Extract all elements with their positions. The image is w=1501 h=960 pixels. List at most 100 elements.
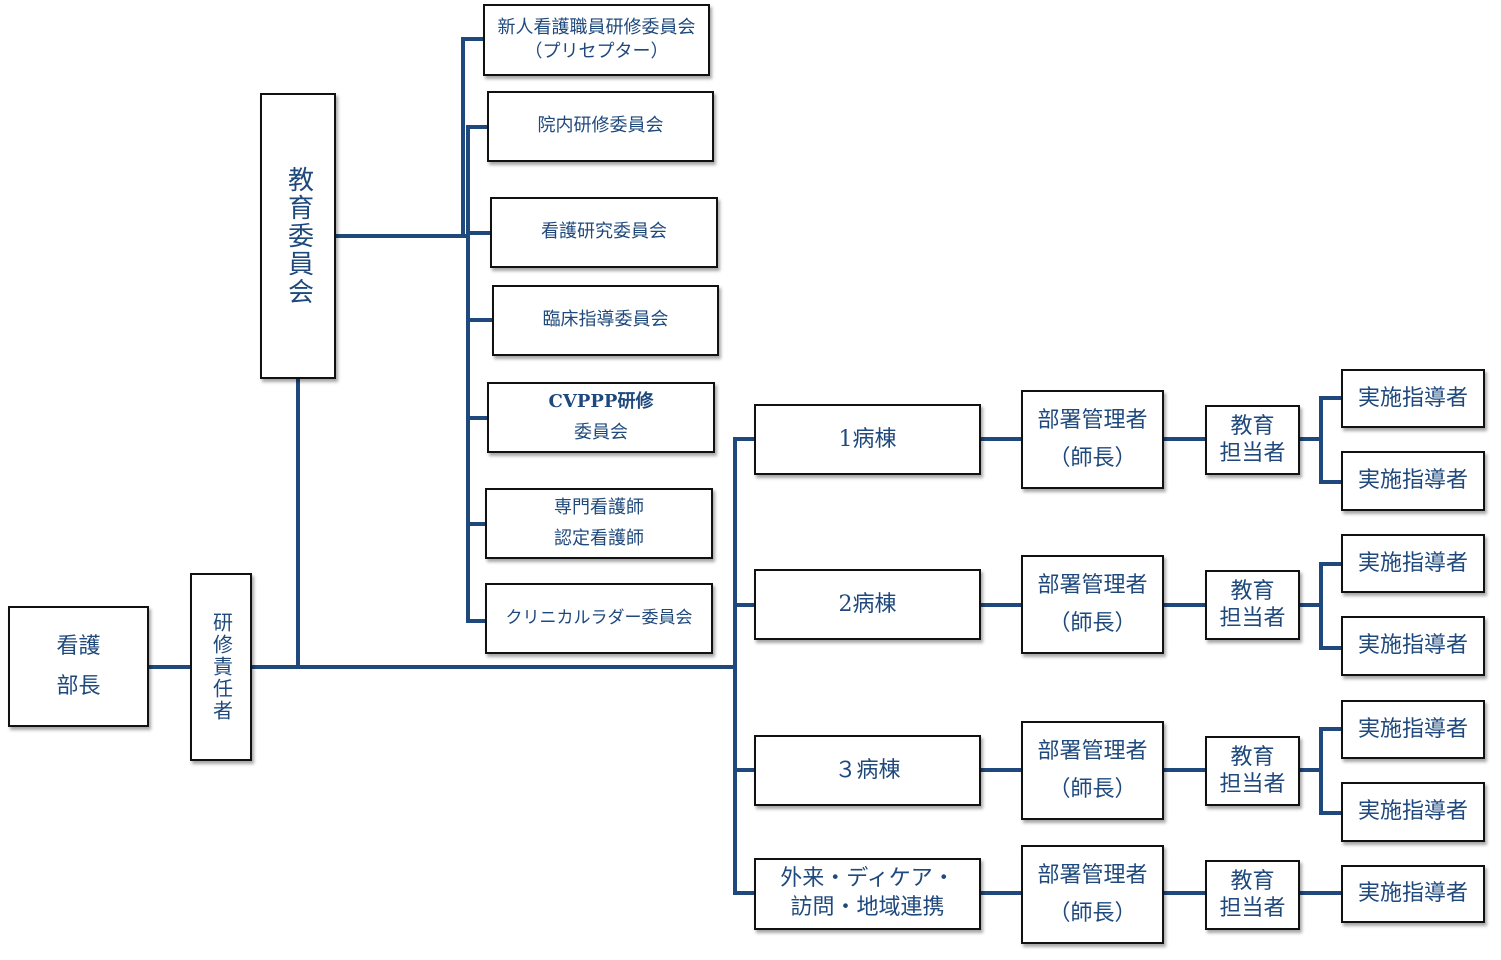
connector-committee-spine-b [466, 125, 470, 623]
connector-ward4-educator [1163, 891, 1207, 895]
ward-1-instructor-2: 実施指導者 [1341, 451, 1485, 511]
node-text: 教育 [1230, 413, 1275, 439]
connector-committee-7 [466, 619, 486, 623]
connector-main-to-committee [296, 377, 300, 669]
node-text: 認定看護師 [554, 527, 644, 549]
committee-specialist-nurses: 専門看護師 認定看護師 [485, 488, 713, 559]
connector-committee-2 [466, 125, 488, 129]
node-text: （師長） [1048, 445, 1137, 471]
node-text: （師長） [1048, 610, 1137, 636]
node-text: 実施指導者 [1357, 716, 1468, 742]
connector-ward2-instructor-2 [1319, 646, 1343, 650]
committee-nursing-research: 看護研究委員会 [490, 197, 718, 268]
node-text: 部長 [56, 673, 101, 699]
node-text: 臨床指導委員会 [542, 309, 669, 331]
committee-cvppp-training: CVPPP研修 委員会 [487, 382, 715, 453]
node-text: 担当者 [1219, 772, 1286, 797]
ward-1-manager: 部署管理者 （師長） [1021, 390, 1164, 489]
ward-2-instructor-1: 実施指導者 [1341, 534, 1485, 593]
node-text: 院内研修委員会 [537, 115, 664, 137]
ward-2-educator: 教育 担当者 [1205, 570, 1300, 640]
ward-3-instructor-1: 実施指導者 [1341, 700, 1485, 759]
node-text: 専門看護師 [554, 497, 644, 519]
ward-3-educator: 教育 担当者 [1205, 736, 1300, 806]
ward-2: 2病棟 [754, 569, 981, 640]
connector-ward3-instructor-1 [1319, 727, 1343, 731]
connector-committee-6 [466, 522, 486, 526]
node-text: 実施指導者 [1357, 881, 1468, 907]
ward-3: ３病棟 [754, 735, 981, 806]
connector-ward2-educator [1163, 603, 1207, 607]
node-text: （師長） [1048, 900, 1137, 926]
node-text: 実施指導者 [1357, 633, 1468, 659]
node-text: 看護 [56, 633, 101, 659]
connector-ward-1 [733, 437, 755, 441]
connector-ward3-instructor-2 [1319, 811, 1343, 815]
node-text: ３病棟 [834, 757, 901, 783]
ward-3-manager: 部署管理者 （師長） [1021, 721, 1164, 820]
node-text: 2病棟 [838, 591, 897, 617]
node-text: 訪問・地域連携 [790, 895, 945, 920]
node-text: 実施指導者 [1357, 550, 1468, 576]
connector-ward1-instructor-stub [1299, 437, 1321, 441]
node-training-lead: 研修責任者 [190, 573, 252, 761]
connector-ward2-manager [979, 603, 1023, 607]
connector-ward-2 [733, 603, 755, 607]
ward-1-instructor-1: 実施指導者 [1341, 369, 1485, 428]
node-text: 1病棟 [838, 426, 897, 452]
node-text: 部署管理者 [1037, 407, 1148, 433]
node-nursing-director: 看護 部長 [8, 606, 149, 727]
connector-ward1-manager [979, 437, 1023, 441]
connector-committee-4 [466, 318, 494, 322]
connector-ward-spine [733, 437, 737, 895]
node-text: 実施指導者 [1357, 468, 1468, 494]
connector-ward1-instructor-spine [1319, 396, 1323, 484]
connector-ward3-instructor-spine [1319, 727, 1323, 815]
ward-3-instructor-2: 実施指導者 [1341, 782, 1485, 842]
connector-ward1-instructor-1 [1319, 396, 1343, 400]
node-text: （プリセプター） [524, 41, 669, 62]
connector-committee-5 [466, 416, 488, 420]
ward-1-educator: 教育 担当者 [1205, 405, 1300, 475]
node-text: 新人看護職員研修委員会 [497, 16, 696, 38]
node-text: 担当者 [1219, 606, 1286, 631]
connector-ward3-instructor-stub [1299, 768, 1321, 772]
connector-ward1-instructor-2 [1319, 480, 1343, 484]
ward-outpatient-educator: 教育 担当者 [1205, 860, 1300, 930]
node-education-committee: 教育委員会 [260, 93, 336, 379]
connector-root-to-lead [148, 665, 192, 669]
ward-1: 1病棟 [754, 404, 981, 475]
node-text: 外来・ディケア・ [780, 866, 955, 892]
ward-outpatient-instructor-1: 実施指導者 [1341, 865, 1485, 923]
node-text: 実施指導者 [1357, 385, 1468, 411]
committee-in-hospital-training: 院内研修委員会 [487, 91, 714, 162]
committee-clinical-ladder: クリニカルラダー委員会 [485, 583, 713, 654]
ward-outpatient-manager: 部署管理者 （師長） [1021, 845, 1164, 944]
node-text: 教育 [1230, 578, 1275, 604]
node-text: 部署管理者 [1037, 738, 1148, 764]
connector-committee-spine-a [461, 37, 465, 237]
connector-ward2-instructor-stub [1299, 603, 1321, 607]
connector-ward4-instructor [1299, 891, 1343, 895]
ward-outpatient: 外来・ディケア・ 訪問・地域連携 [754, 858, 981, 930]
node-text: クリニカルラダー委員会 [505, 608, 693, 629]
committee-new-nurse-training: 新人看護職員研修委員会 （プリセプター） [483, 4, 710, 76]
node-text: 看護研究委員会 [541, 221, 667, 243]
node-text: 教育 [1230, 868, 1275, 894]
committee-clinical-guidance: 臨床指導委員会 [492, 285, 719, 356]
connector-ward2-instructor-1 [1319, 562, 1343, 566]
connector-committee-1 [461, 37, 485, 41]
ward-2-manager: 部署管理者 （師長） [1021, 555, 1164, 654]
node-text: （師長） [1048, 776, 1137, 802]
connector-ward4-manager [979, 891, 1023, 895]
node-text: 教育 [1230, 744, 1275, 770]
connector-ward3-educator [1163, 768, 1207, 772]
node-text: 委員会 [574, 421, 628, 443]
node-text: 部署管理者 [1037, 572, 1148, 598]
connector-main-horizontal [250, 665, 737, 669]
connector-ward-4 [733, 891, 755, 895]
node-text: 担当者 [1219, 441, 1286, 466]
node-text: 実施指導者 [1357, 799, 1468, 825]
node-text: 部署管理者 [1037, 862, 1148, 888]
connector-ward1-educator [1163, 437, 1207, 441]
